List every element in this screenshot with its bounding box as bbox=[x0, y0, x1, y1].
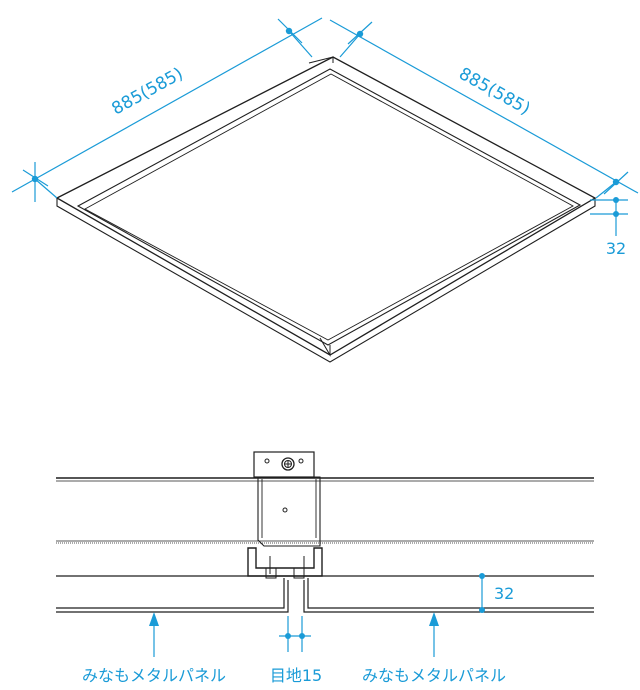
label-left-panel: みなもメタルパネル bbox=[82, 666, 226, 685]
dim-height-section-label: 32 bbox=[494, 584, 514, 603]
dim-left-group: 885(585) bbox=[11, 17, 323, 202]
panel-left bbox=[56, 578, 289, 613]
joint-dim-group bbox=[279, 616, 311, 652]
dim-height-top-label: 32 bbox=[606, 239, 626, 258]
hanger-bracket bbox=[247, 451, 323, 579]
dim-height-section-group: 32 bbox=[479, 573, 514, 613]
panel-tray-face bbox=[84, 73, 574, 341]
panel-inner-rim bbox=[76, 68, 582, 346]
panel-right bbox=[303, 578, 594, 613]
label-right-panel: みなもメタルパネル bbox=[362, 666, 506, 685]
dim-left-label: 885(585) bbox=[109, 64, 187, 119]
dim-right-group: 885(585) bbox=[329, 19, 639, 199]
dim-height-top-group: 32 bbox=[590, 197, 628, 258]
panel-corner-detail bbox=[308, 56, 334, 357]
label-joint: 目地15 bbox=[270, 666, 322, 685]
dim-right-label: 885(585) bbox=[455, 64, 533, 119]
panel-isometric bbox=[55, 56, 597, 363]
section-view: 32 みなもメタルパネル 目地15 みなもメタルパネル bbox=[56, 451, 594, 685]
panel-flange-thickness bbox=[56, 198, 596, 363]
